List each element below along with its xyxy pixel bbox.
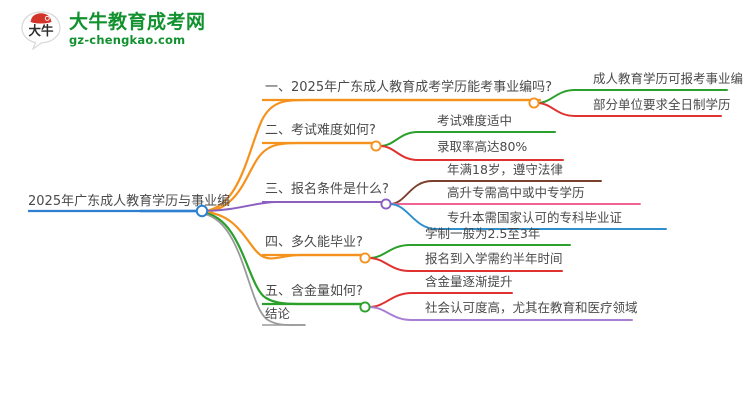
branch-1-child-2-curve: [536, 102, 722, 117]
branch-4-child-2-curve: [368, 257, 563, 272]
branch-2-child-1-label[interactable]: 考试难度适中: [437, 113, 513, 128]
branch-2-node-circle[interactable]: [370, 140, 382, 152]
branch-6-label[interactable]: 结论: [265, 306, 291, 321]
branch-4-label[interactable]: 四、多久能毕业?: [265, 235, 363, 250]
branch-3-child-1-label[interactable]: 年满18岁，遵守法律: [447, 162, 563, 177]
branch-3-child-3-label[interactable]: 专升本需国家认可的专科毕业证: [447, 210, 623, 225]
branch-3-curve: [203, 201, 383, 212]
logo-domain: gz-chengkao.com: [69, 33, 186, 48]
mindmap-root-label[interactable]: 2025年广东成人教育学历与事业编: [28, 194, 231, 209]
branch-4-node-circle[interactable]: [359, 252, 371, 264]
branch-3-child-2-label[interactable]: 高升专需高中或中专学历: [447, 185, 585, 200]
branch-3-child-3-curve: [389, 203, 667, 230]
branch-4-child-2-label[interactable]: 报名到入学需约半年时间: [425, 251, 563, 266]
brand-mark-icon: 大牛: [20, 10, 62, 50]
site-logo[interactable]: 大牛 大牛教育成考网 gz-chengkao.com: [20, 10, 206, 50]
root-node-circle[interactable]: [195, 204, 209, 218]
branch-2-child-2-curve: [379, 145, 564, 161]
branch-2-child-1-curve: [379, 131, 556, 147]
branch-4-child-1-label[interactable]: 学制一般为2.5至3年: [425, 226, 541, 241]
branch-5-label[interactable]: 五、含金量如何?: [265, 284, 363, 299]
branch-2-child-2-label[interactable]: 录取率高达80%: [437, 139, 528, 154]
branch-1-child-1-label[interactable]: 成人教育学历可报考事业编: [593, 71, 744, 86]
branch-5-child-2-curve: [368, 306, 633, 321]
branch-5-child-2-label[interactable]: 社会认可度高，尤其在教育和医疗领域: [425, 300, 638, 315]
branch-1-label[interactable]: 一、2025年广东成人教育成考学历能考事业编吗?: [265, 80, 552, 95]
branch-3-node-circle[interactable]: [380, 198, 392, 210]
logo-title: 大牛教育成考网: [69, 11, 206, 34]
branch-2-label[interactable]: 二、考试难度如何?: [265, 123, 376, 138]
branch-5-node-circle[interactable]: [359, 301, 371, 313]
branch-3-label[interactable]: 三、报名条件是什么?: [265, 182, 389, 197]
svg-text:大牛: 大牛: [28, 23, 54, 38]
branch-5-child-1-label[interactable]: 含金量逐渐提升: [425, 274, 513, 289]
branch-1-node-circle[interactable]: [528, 97, 540, 109]
branch-1-child-2-label[interactable]: 部分单位要求全日制学历: [593, 97, 731, 112]
